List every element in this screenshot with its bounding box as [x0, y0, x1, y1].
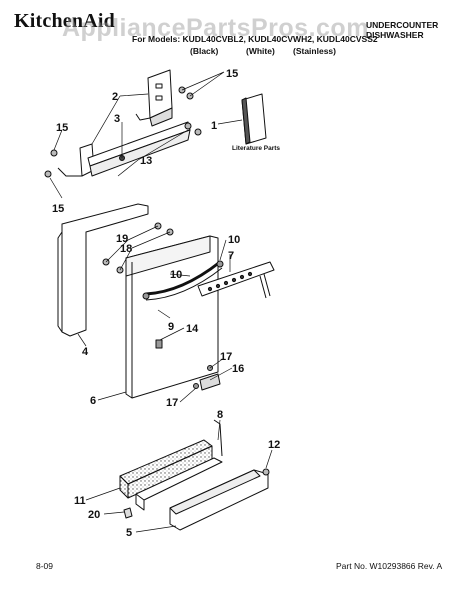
variant-white: (White)	[246, 46, 275, 56]
callout-15-bottom: 15	[52, 203, 64, 215]
callout-13: 13	[140, 155, 152, 167]
callout-15-top: 15	[226, 68, 238, 80]
bracket-rail-part	[87, 121, 191, 177]
product-type: UNDERCOUNTER DISHWASHER	[366, 20, 438, 40]
toe-bracket-part	[135, 419, 223, 511]
callout-10-right: 10	[228, 234, 240, 246]
callout-6: 6	[90, 395, 96, 407]
product-line-1: UNDERCOUNTER	[366, 20, 439, 30]
outer-door-panel-part	[125, 235, 219, 399]
callout-20: 20	[88, 509, 100, 521]
variant-stainless: (Stainless)	[293, 46, 336, 56]
callout-16: 16	[232, 363, 244, 375]
door-handle-part	[142, 260, 224, 301]
part-number: Part No. W10293866 Rev. A	[336, 561, 443, 571]
leader-lines	[49, 71, 273, 533]
product-line-2: DISHWASHER	[366, 30, 424, 40]
callout-19: 19	[116, 233, 128, 245]
toe-panel-part	[169, 468, 270, 531]
callout-9: 9	[168, 321, 174, 333]
callout-3: 3	[114, 113, 120, 125]
insulation-pad-part	[119, 439, 213, 499]
callout-14: 14	[186, 323, 199, 335]
callout-12: 12	[268, 439, 280, 451]
literature-parts-label: Literature Parts	[232, 145, 280, 152]
literature-booklet	[241, 93, 267, 145]
inner-door-panel-part	[57, 203, 149, 337]
callout-8: 8	[217, 409, 223, 421]
callout-7: 7	[228, 250, 234, 262]
brand-logo: KitchenAid	[14, 10, 115, 32]
callout-18: 18	[120, 243, 132, 255]
callout-numbers: 15 2 3 1 15 13 15 19 18 10 7 10 4 9 14 1…	[52, 68, 280, 539]
callout-11: 11	[74, 495, 86, 507]
callout-5: 5	[126, 527, 132, 539]
variant-black: (Black)	[190, 46, 219, 56]
clip-part	[123, 507, 133, 519]
callout-4: 4	[82, 346, 89, 358]
model-list: For Models: KUDL40CVBL2, KUDL40CVWH2, KU…	[132, 34, 378, 44]
date-code: 8-09	[36, 561, 54, 571]
callout-1: 1	[211, 120, 217, 132]
callout-17-top: 17	[220, 351, 232, 363]
control-panel-part	[197, 261, 275, 299]
callout-15-left: 15	[56, 122, 68, 134]
callout-10-left: 10	[170, 269, 182, 281]
callout-17-bottom: 17	[166, 397, 178, 409]
watermark-text: AppliancePartsPros.com	[62, 14, 369, 42]
callout-2: 2	[112, 91, 118, 103]
